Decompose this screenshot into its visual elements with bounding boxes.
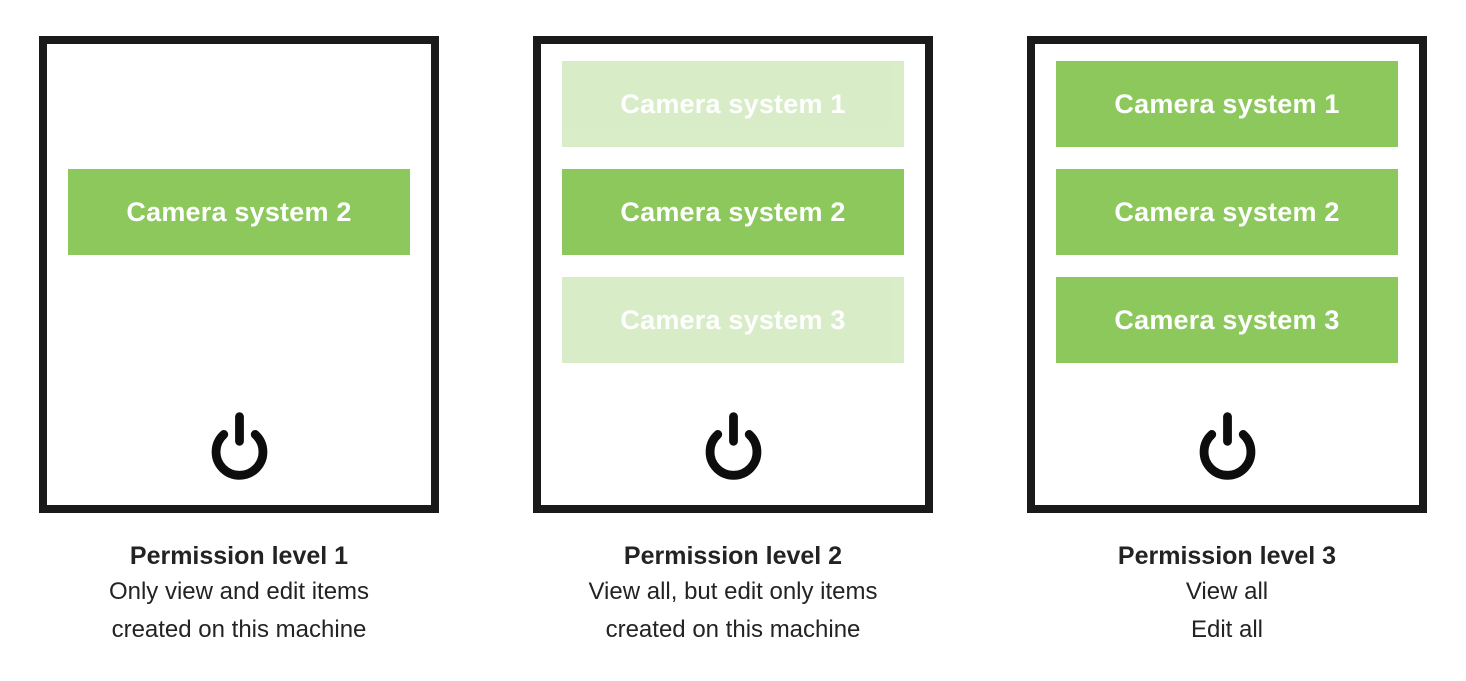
power-button[interactable] [68, 412, 410, 480]
panel-caption: Permission level 1 Only view and edit it… [109, 539, 369, 649]
permission-description-line: Edit all [1190, 616, 1264, 643]
permission-level-1-panel: Camera system 2 Permission level 1 Only … [39, 36, 439, 681]
device-screen: Camera system 1 Camera system 2 Camera s… [533, 36, 933, 513]
camera-system-button[interactable]: Camera system 3 [562, 277, 904, 363]
camera-system-button[interactable]: Camera system 2 [68, 169, 410, 255]
permission-level-title: Permission level 1 [129, 542, 349, 570]
permission-level-title: Permission level 2 [623, 542, 843, 570]
panel-caption: Permission level 2 View all, but edit on… [588, 539, 877, 649]
permission-description-line: View all, but edit only items [588, 578, 878, 605]
camera-system-button[interactable]: Camera system 3 [1056, 277, 1398, 363]
power-button[interactable] [562, 412, 904, 480]
camera-system-button[interactable]: Camera system 1 [1056, 61, 1398, 147]
camera-system-button[interactable]: Camera system 1 [562, 61, 904, 147]
camera-system-button[interactable]: Camera system 2 [1056, 169, 1398, 255]
permission-description-line: Only view and edit items [108, 578, 370, 605]
power-icon [211, 412, 267, 480]
panel-caption: Permission level 3 View all Edit all [1118, 539, 1336, 649]
permission-level-title: Permission level 3 [1117, 542, 1337, 570]
power-icon [1199, 412, 1255, 480]
power-icon [705, 412, 761, 480]
camera-system-button[interactable]: Camera system 2 [562, 169, 904, 255]
device-screen: Camera system 2 [39, 36, 439, 513]
device-screen: Camera system 1 Camera system 2 Camera s… [1027, 36, 1427, 513]
permission-description-line: View all [1185, 578, 1269, 605]
permission-description-line: created on this machine [605, 616, 861, 643]
permission-level-2-panel: Camera system 1 Camera system 2 Camera s… [533, 36, 933, 681]
permission-description-line: created on this machine [111, 616, 367, 643]
permission-level-3-panel: Camera system 1 Camera system 2 Camera s… [1027, 36, 1427, 681]
power-button[interactable] [1056, 412, 1398, 480]
